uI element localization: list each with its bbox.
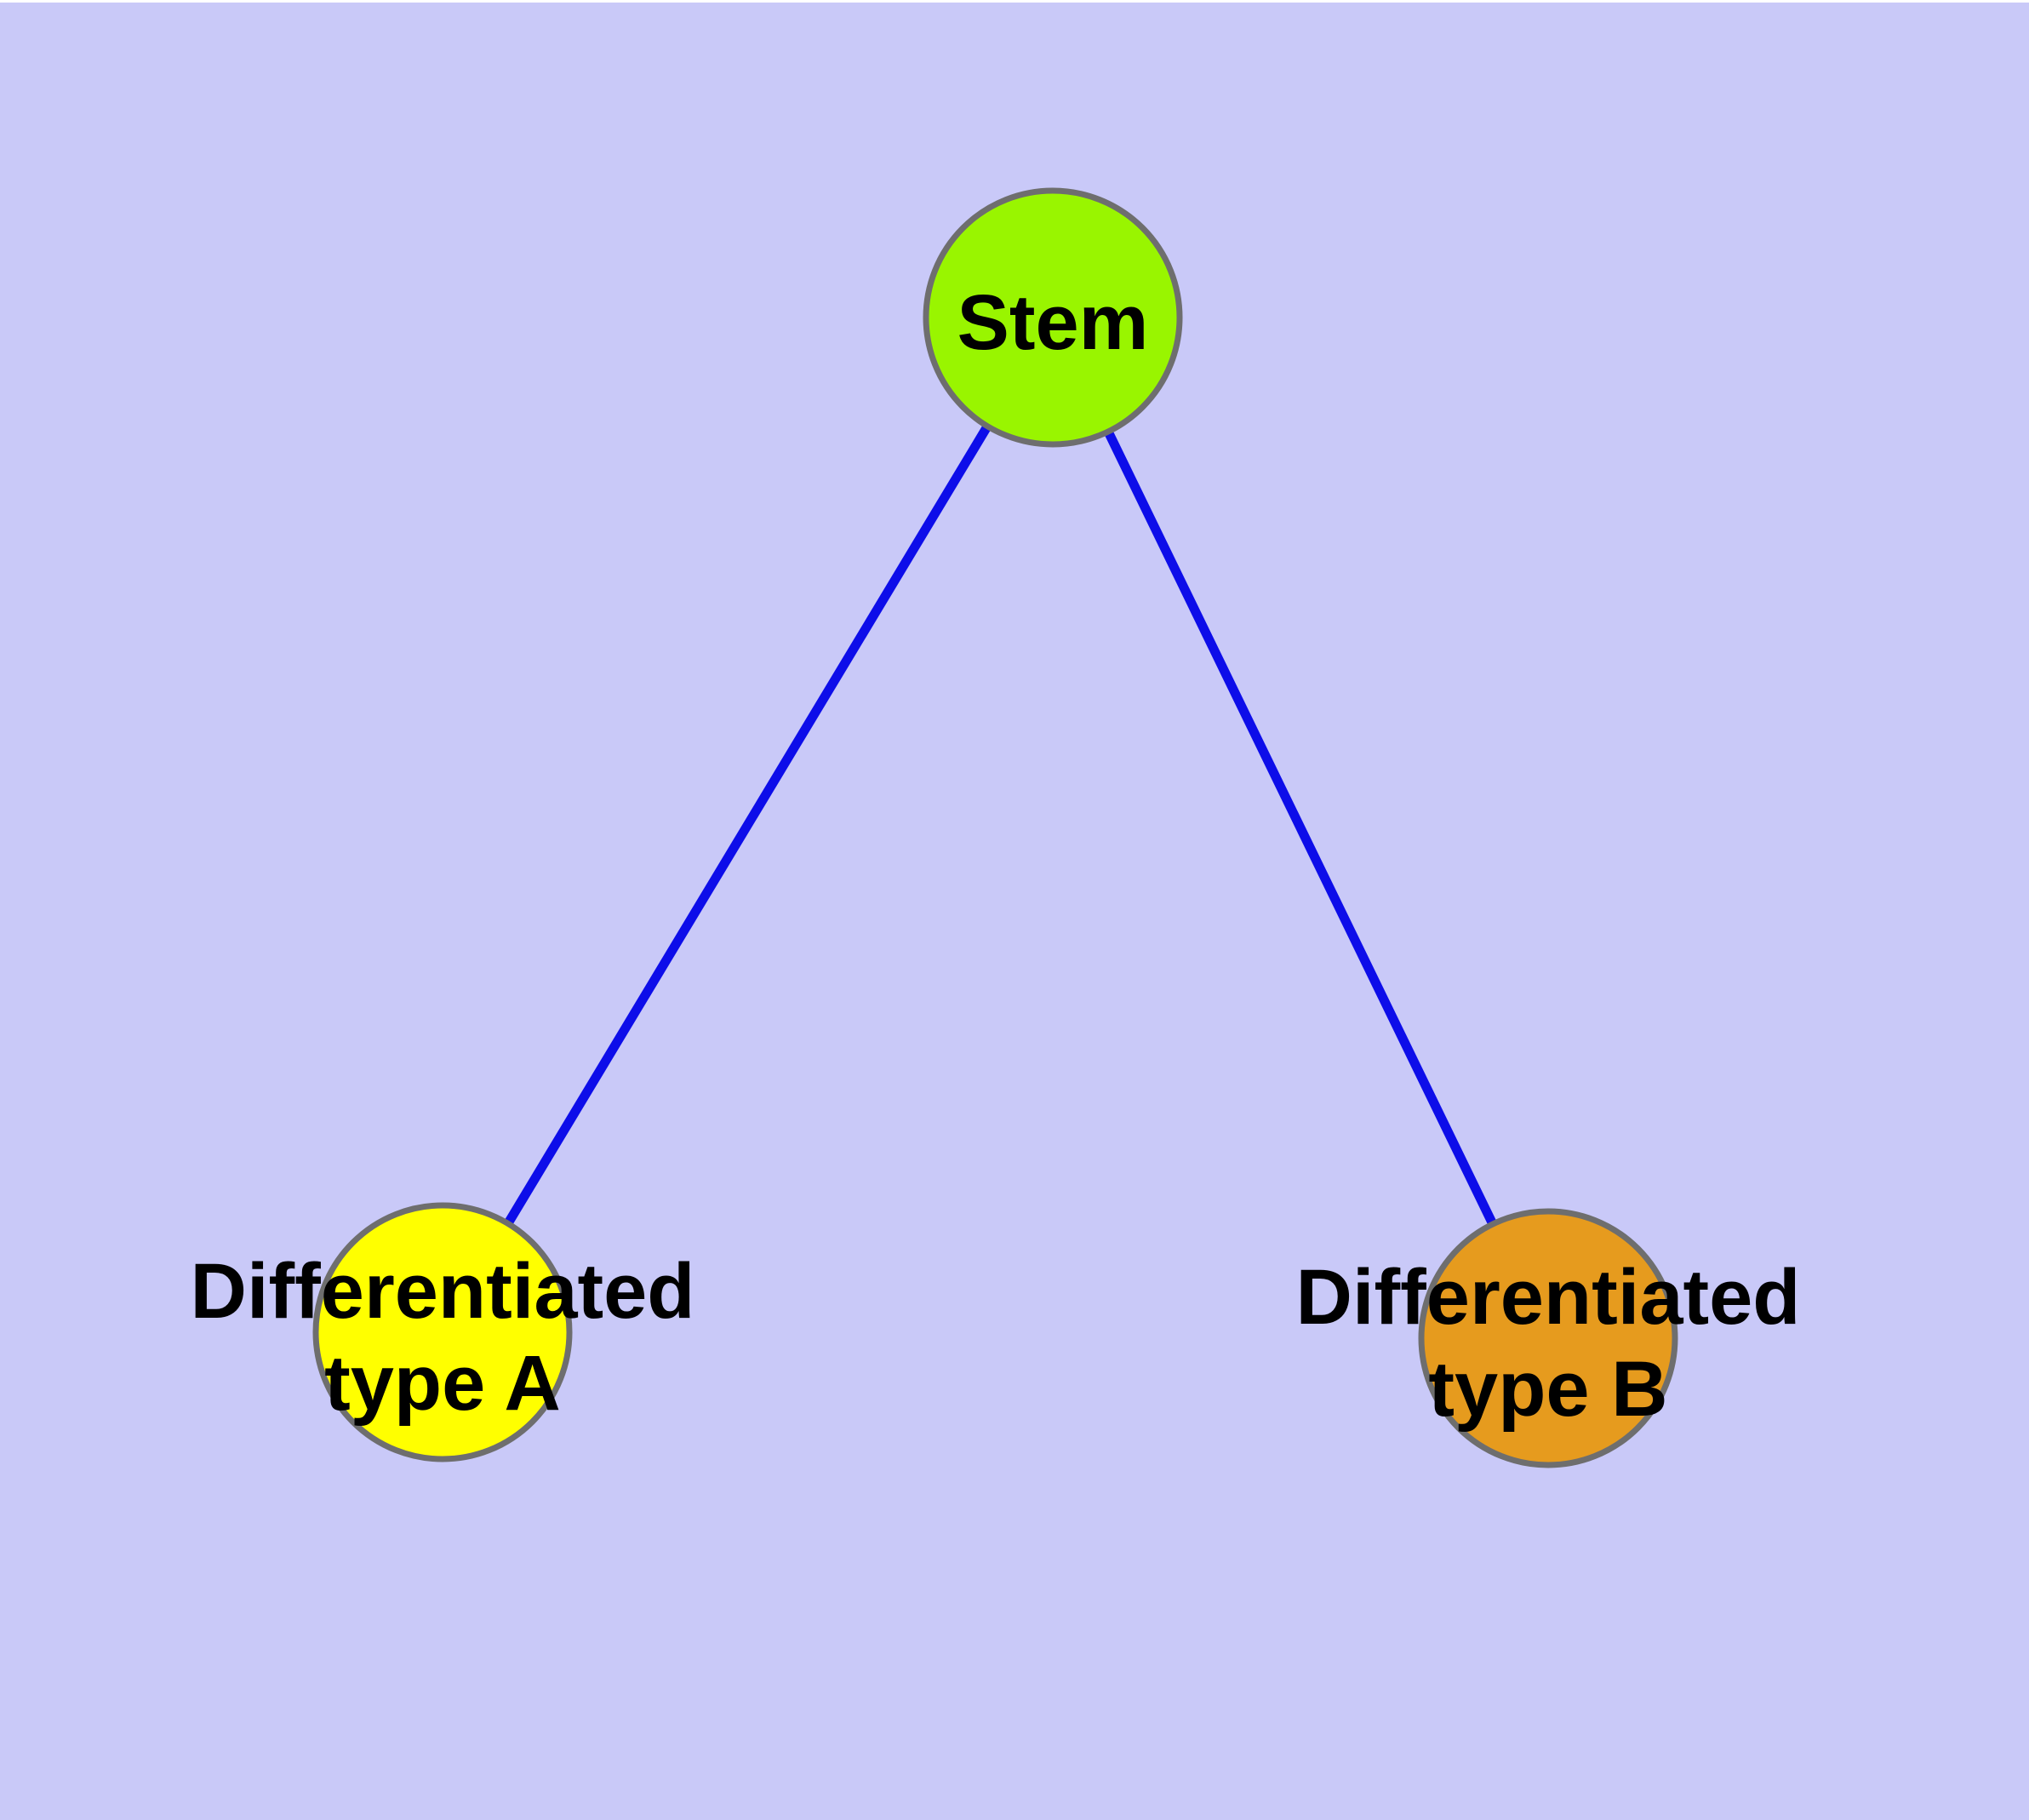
node-differentiated-type-b-label-line2: type B xyxy=(1428,1346,1667,1433)
edge-stem-to-type-a xyxy=(438,315,1057,1335)
edge-stem-to-type-b xyxy=(1049,315,1552,1341)
node-differentiated-type-a-label-line1: Differentiated xyxy=(191,1248,695,1335)
node-differentiated-type-a: Differentiated type A xyxy=(191,1202,695,1462)
node-differentiated-type-a-label-line2: type A xyxy=(324,1340,561,1427)
node-differentiated-type-b: Differentiated type B xyxy=(1296,1208,1801,1468)
node-differentiated-type-b-circle xyxy=(1418,1208,1678,1468)
node-stem: Stem xyxy=(923,187,1183,448)
node-differentiated-type-a-circle xyxy=(312,1202,573,1462)
node-stem-circle xyxy=(923,187,1183,448)
node-stem-label: Stem xyxy=(957,279,1149,366)
node-differentiated-type-b-label-line1: Differentiated xyxy=(1296,1254,1801,1341)
